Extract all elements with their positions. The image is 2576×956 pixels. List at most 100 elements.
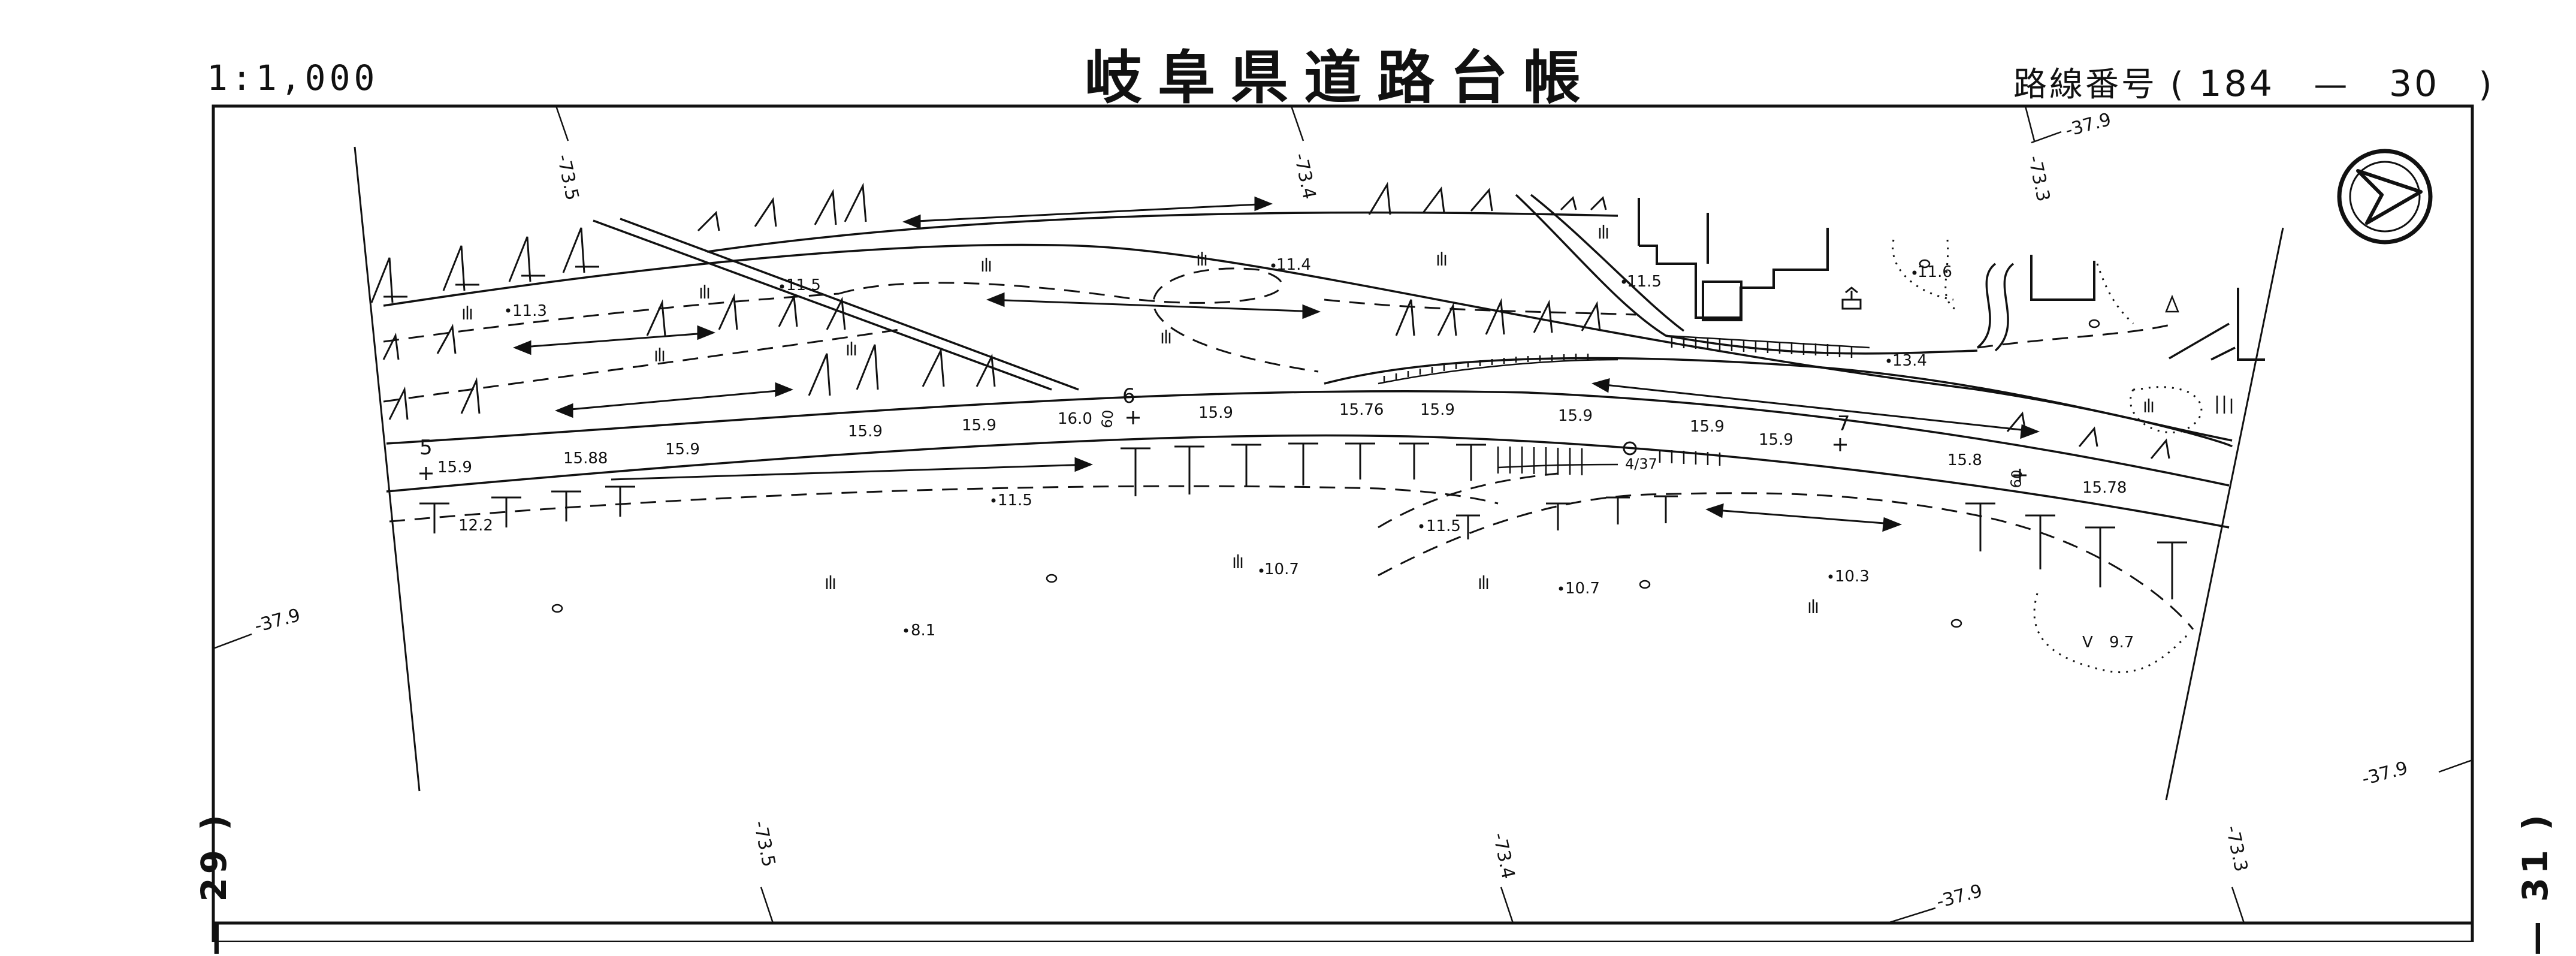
map-title: 岐阜県道路台帳 <box>1085 44 1596 111</box>
embankment-symbol <box>1546 502 1570 530</box>
slope-symbol <box>382 332 400 360</box>
embankment-symbol <box>1606 496 1630 524</box>
road-edge <box>1324 357 2233 442</box>
km-post: 60 <box>1098 409 1117 429</box>
slope-symbol <box>1437 302 1457 336</box>
building <box>2237 288 2265 361</box>
grass-symbol-icon <box>982 258 991 272</box>
spot-heights: 11.3 11.5 11.4 11.5 11.6 13.4 15.9 15.88… <box>437 256 2134 652</box>
grass-symbol-icon <box>2144 399 2154 412</box>
station-number: 6 <box>1122 384 1136 408</box>
grid-label: -73.3 <box>2024 153 2053 203</box>
tree-symbol-icon <box>1046 574 1058 583</box>
spot-height: 15.9 <box>1420 401 1455 419</box>
tree-symbol-icon <box>551 604 563 613</box>
slope-symbol <box>1368 182 1391 215</box>
road-edge <box>2210 346 2236 361</box>
sheet-boundary-right <box>2165 227 2284 801</box>
slope-symbol <box>370 257 407 303</box>
grid-tick <box>555 105 569 141</box>
route-open-paren: ( <box>2170 65 2186 104</box>
buildings <box>1638 198 2265 361</box>
grid-tick <box>1290 105 1304 141</box>
embankment-symbol <box>2085 526 2115 587</box>
slope-symbol <box>1470 188 1493 212</box>
slope-symbol <box>562 227 599 273</box>
road-edge <box>620 218 1079 391</box>
slope-symbol <box>1560 196 1577 211</box>
road-edge <box>383 243 2233 448</box>
spot-height: 15.78 <box>2082 479 2127 497</box>
spot-height: 15.9 <box>1759 431 1793 449</box>
dashed-boundary <box>1378 472 1559 529</box>
grid-ticks <box>213 105 2473 924</box>
grass-symbol-icon <box>700 285 709 298</box>
fence-hatching <box>1378 334 1870 475</box>
dotted-boundary <box>2096 263 2134 325</box>
building <box>1639 228 1829 319</box>
grass-symbol-icon <box>463 225 2233 613</box>
slope-symbol <box>436 324 457 354</box>
grid-tick <box>213 633 252 650</box>
spot-height: 11.6 <box>1917 263 1952 281</box>
slope-symbol <box>1590 196 1607 211</box>
dashed-boundary <box>1977 322 2176 349</box>
spot-height: 11.5 <box>998 491 1032 509</box>
slope-symbol <box>697 210 720 232</box>
stations: 5 6 7 60 60 4/37 <box>419 384 2026 489</box>
spot-height: 11.3 <box>512 302 547 320</box>
grass-symbol-icon <box>463 306 472 319</box>
embankment-symbol <box>491 496 521 527</box>
spot-height: 15.9 <box>437 459 472 477</box>
slope-symbol <box>814 188 837 225</box>
dashed-boundary <box>383 292 839 343</box>
spot-height: 15.9 <box>848 423 883 441</box>
road-edge <box>1530 194 1685 332</box>
slope-symbol <box>718 293 738 330</box>
slope-symbol <box>460 377 481 414</box>
spot-height: 15.9 <box>1198 404 1233 422</box>
grass-symbol-icon <box>1599 225 1608 239</box>
embankment-symbol <box>419 502 449 533</box>
embankment-symbol <box>1399 442 1429 479</box>
slope-symbol <box>388 386 409 420</box>
spot-height: 15.9 <box>1690 418 1725 436</box>
spot-height: 11.4 <box>1276 256 1311 274</box>
grid-tick <box>2438 759 2473 773</box>
embankment-symbol <box>1456 444 1486 481</box>
survey-point <box>1127 411 1140 424</box>
route-number-label: 路線番号 <box>2013 65 2157 104</box>
road-edge <box>706 211 1618 253</box>
slope-symbol <box>754 197 777 227</box>
grid-tick <box>1500 886 1514 924</box>
embankment-symbol <box>605 485 635 517</box>
grass-symbol-icon <box>655 348 665 361</box>
embankment-symbol <box>551 490 581 521</box>
grid-tick <box>2031 131 2062 144</box>
grid-label: -37.9 <box>2063 109 2113 141</box>
dashed-boundary <box>1324 298 1636 316</box>
dashed-boundary <box>383 328 899 403</box>
spot-height: 15.9 <box>1558 407 1593 425</box>
dotted-boundary <box>2129 386 2203 433</box>
km-post: 60 <box>2007 469 2026 489</box>
slope-symbol <box>1422 186 1445 213</box>
spot-height: 12.2 <box>458 517 493 535</box>
grass-symbol-icon <box>1161 330 1171 343</box>
spot-height-marker: V <box>2082 634 2093 652</box>
tree-symbol-icon <box>2165 294 2179 313</box>
route-number-b: 30 <box>2388 63 2440 105</box>
spot-height-dots <box>506 263 1917 633</box>
station-number: 7 <box>1837 412 1850 436</box>
slope-symbol <box>1581 301 1601 331</box>
embankment-symbol <box>1345 442 1375 479</box>
grid-tick <box>760 886 774 924</box>
grid-label: -37.9 <box>1934 880 1985 913</box>
embankment-symbol <box>1231 444 1261 487</box>
north-arrow-icon <box>2337 149 2433 245</box>
direction-arrows <box>512 196 2040 532</box>
grass-symbol-icon <box>847 342 856 355</box>
grid-label: -73.5 <box>749 819 779 868</box>
tree-symbol-icon <box>1639 580 1651 589</box>
dashed-boundary <box>838 267 1319 373</box>
